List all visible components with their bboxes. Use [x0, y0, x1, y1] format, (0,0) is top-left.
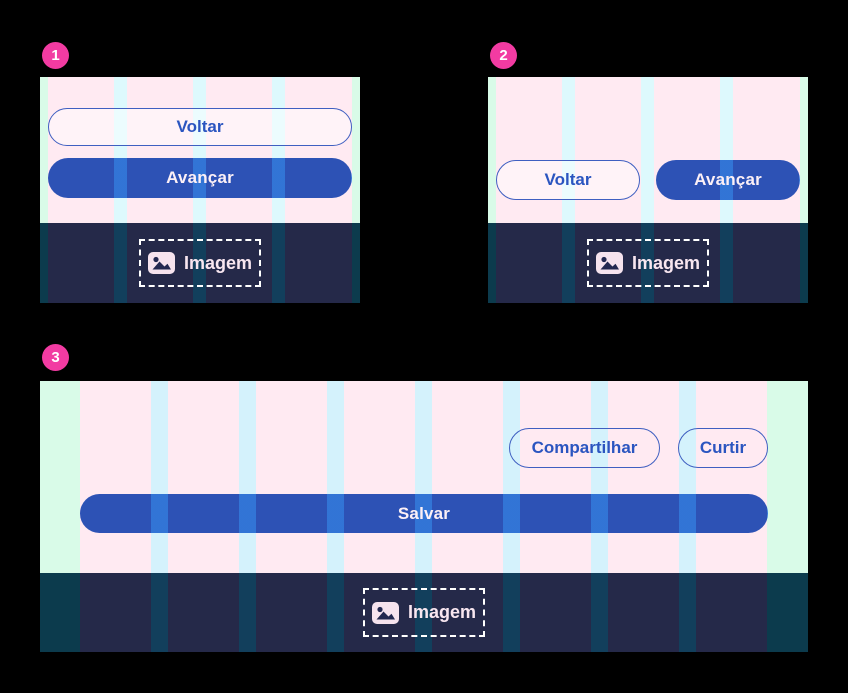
- next-button[interactable]: Avançar: [48, 158, 352, 198]
- step-badge-2: 2: [490, 42, 517, 69]
- step-badge-1: 1: [42, 42, 69, 69]
- image-icon: [595, 252, 623, 274]
- like-button[interactable]: Curtir: [678, 428, 768, 468]
- save-button[interactable]: Salvar: [80, 494, 768, 533]
- layout-card-step-3: Compartilhar Curtir Salvar Imagem: [40, 381, 808, 652]
- share-button[interactable]: Compartilhar: [509, 428, 660, 468]
- image-placeholder-label: Imagem: [631, 252, 701, 273]
- back-button[interactable]: Voltar: [48, 108, 352, 146]
- step-badge-3: 3: [42, 344, 69, 371]
- back-button[interactable]: Voltar: [496, 160, 640, 200]
- image-placeholder[interactable]: Imagem: [363, 588, 485, 637]
- image-placeholder[interactable]: Imagem: [139, 239, 261, 287]
- image-placeholder[interactable]: Imagem: [587, 239, 709, 287]
- image-placeholder-label: Imagem: [183, 252, 253, 273]
- next-button[interactable]: Avançar: [656, 160, 800, 200]
- image-placeholder-label: Imagem: [407, 602, 477, 622]
- layout-card-step-2: Voltar Avançar Imagem: [488, 77, 808, 303]
- image-icon: [147, 252, 175, 274]
- image-icon: [371, 601, 399, 624]
- layout-card-step-1: Voltar Avançar Imagem: [40, 77, 360, 303]
